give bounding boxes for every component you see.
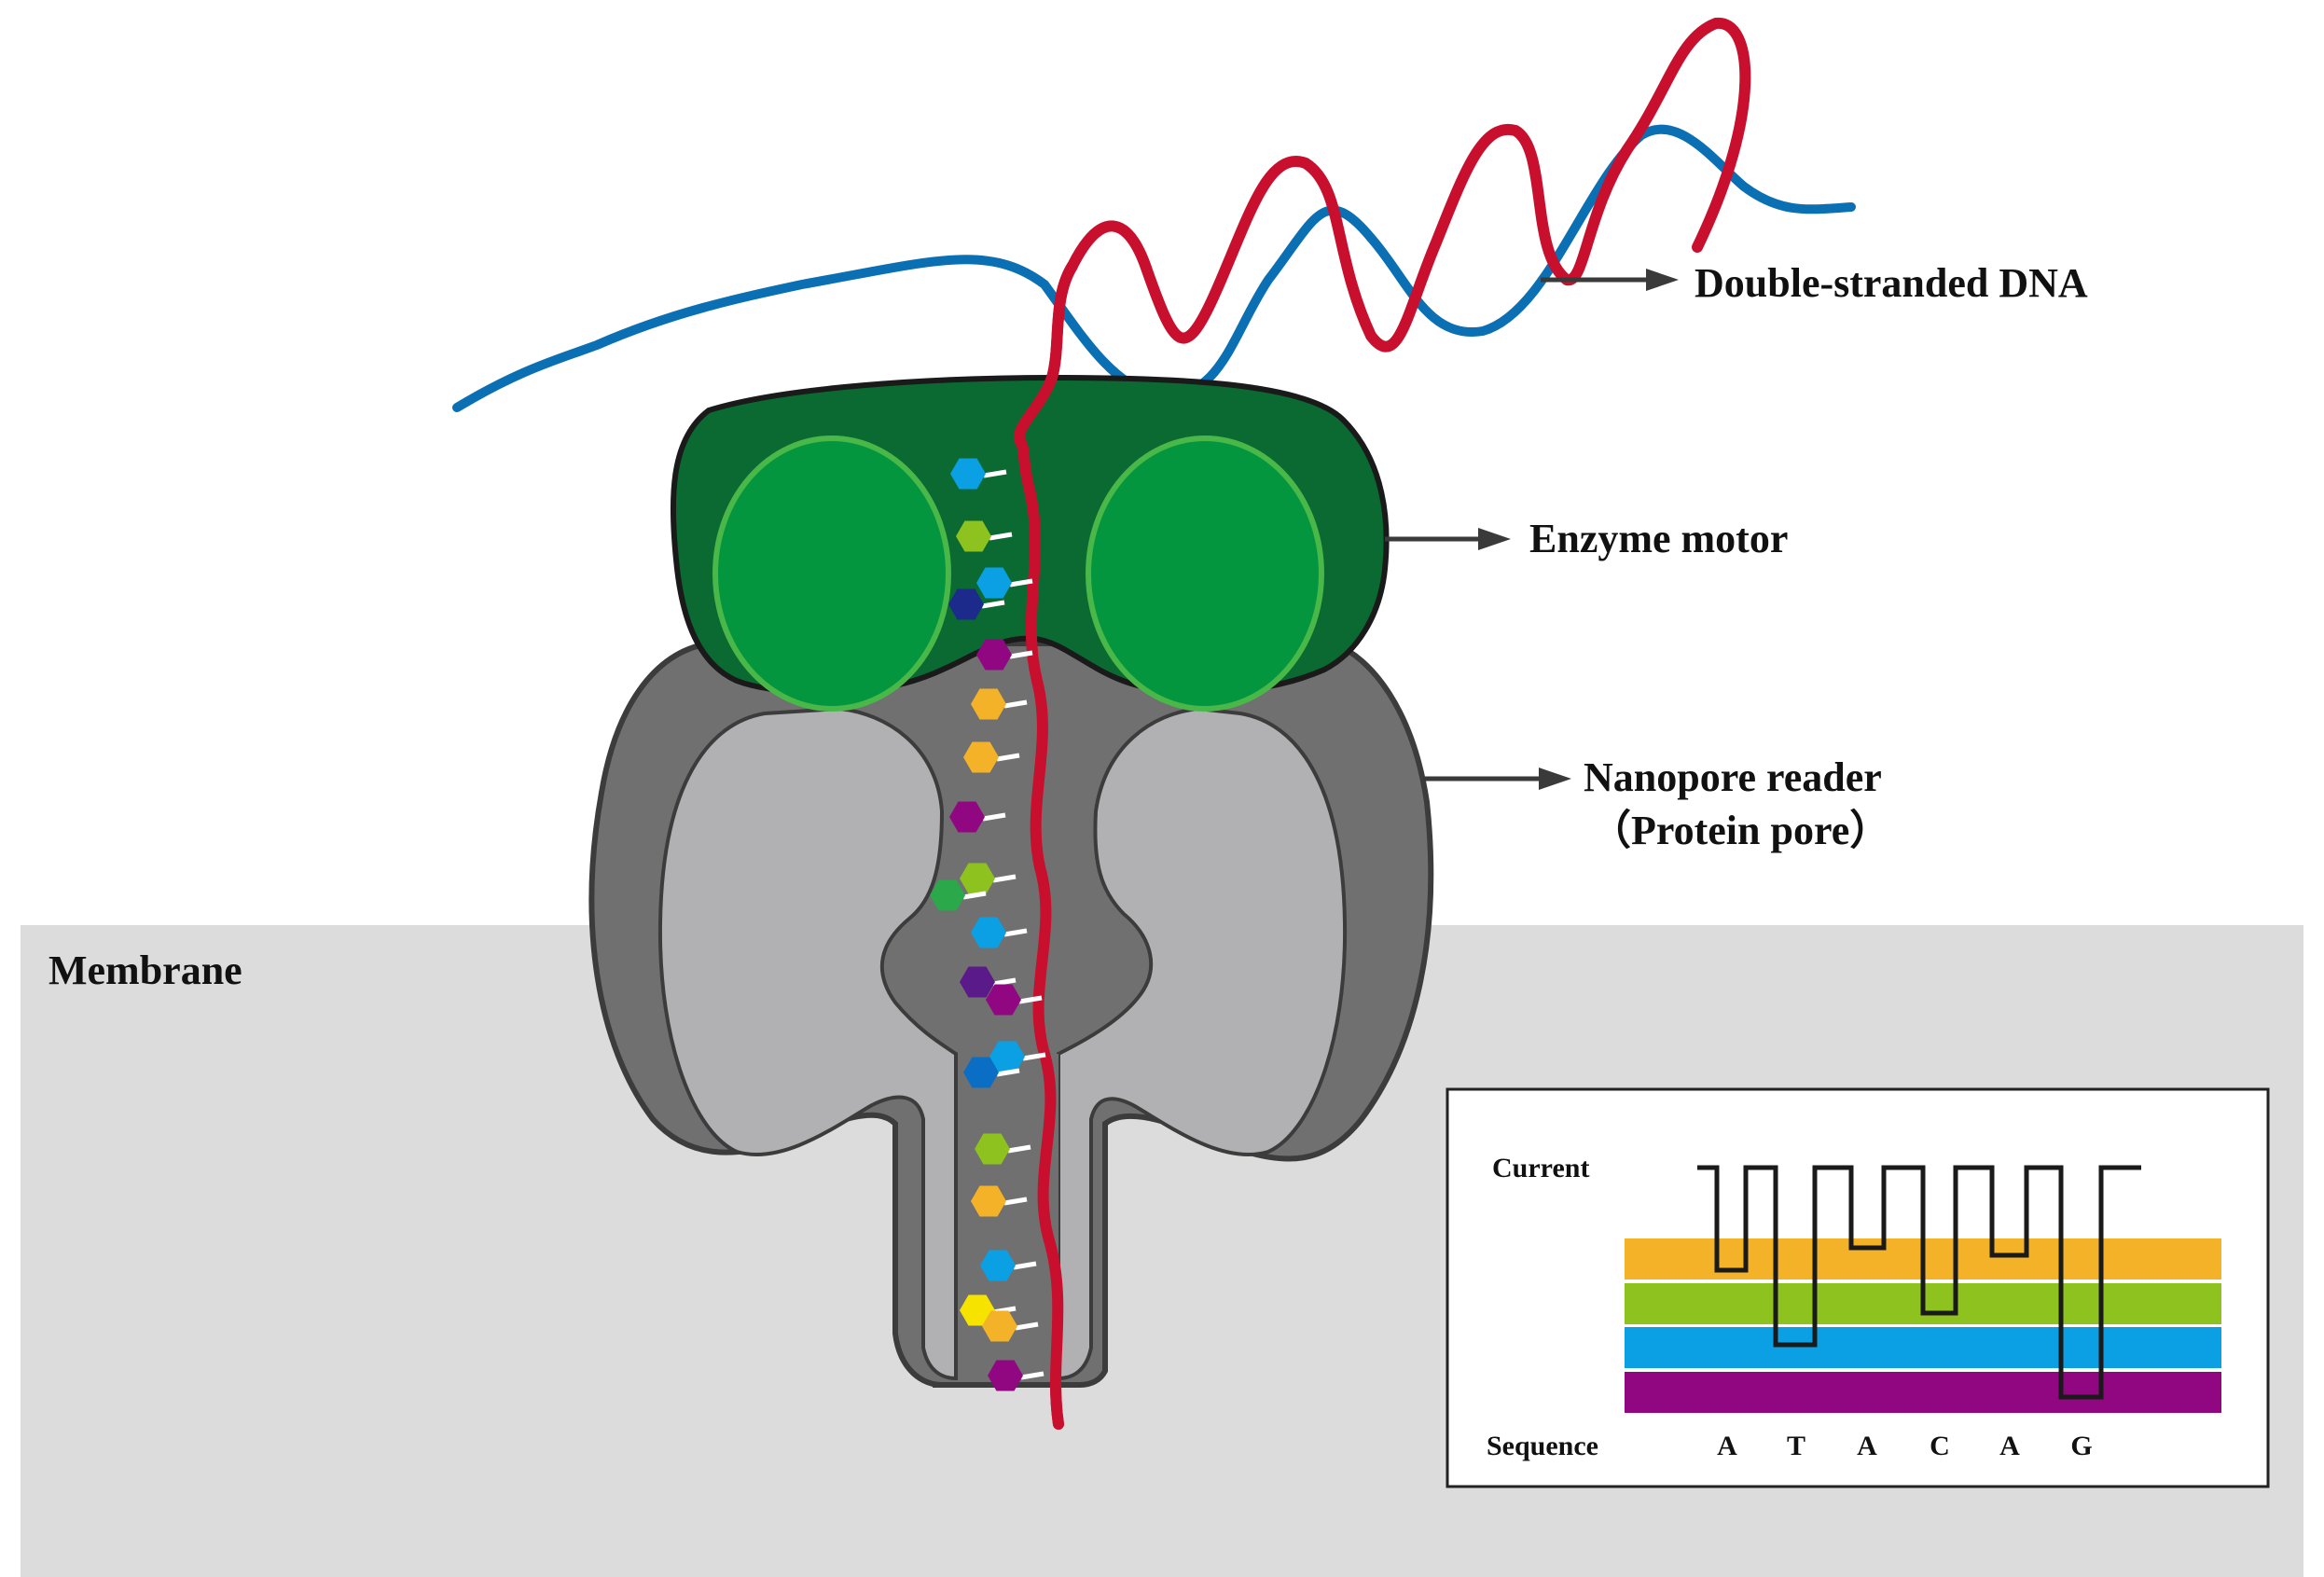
sequence-letter: A [1857, 1431, 1877, 1461]
nucleotide-base [960, 863, 1017, 894]
hexagon-base-icon [971, 917, 1006, 948]
hexagon-base-icon [976, 567, 1012, 599]
base-bond [1003, 1197, 1028, 1206]
nucleotide-base [971, 917, 1028, 948]
hexagon-base-icon [986, 984, 1021, 1016]
callout-dna: Double-stranded DNA [1541, 260, 2088, 306]
nucleotide-base [950, 458, 1007, 490]
band-G [1625, 1372, 2221, 1413]
hexagon-base-icon [960, 863, 995, 894]
hexagon-base-icon [971, 1185, 1006, 1217]
base-bond [1007, 1144, 1031, 1154]
base-bond [1013, 1261, 1037, 1270]
nucleotide-base [976, 639, 1033, 671]
nucleotide-base [975, 1133, 1031, 1165]
sequence-letter: A [1999, 1431, 2020, 1461]
nucleotide-base [980, 1250, 1037, 1281]
base-bond [1009, 650, 1033, 659]
hexagon-base-icon [930, 879, 965, 911]
hexagon-base-icon [950, 458, 986, 490]
nucleotide-base [949, 801, 1006, 833]
base-bond [1015, 1321, 1039, 1331]
nanopore-label-line2: （Protein pore） [1590, 808, 1890, 853]
dna-label: Double-stranded DNA [1695, 260, 2088, 306]
nucleotide-base [963, 1057, 1020, 1088]
arrow-enzyme-head-icon [1478, 528, 1511, 550]
hexagon-base-icon [949, 801, 985, 833]
sequence-letter: G [2070, 1431, 2092, 1461]
hexagon-base-icon [989, 1041, 1025, 1072]
hexagon-base-icon [963, 1057, 999, 1088]
enzyme-lobe-left [712, 436, 951, 712]
nucleotide-bases [930, 458, 1046, 1391]
base-bond [992, 977, 1017, 987]
enzyme-lobe-right [1086, 436, 1324, 712]
hexagon-base-icon [975, 1133, 1010, 1165]
dna-strand-red-threaded [1014, 260, 1078, 1430]
base-bond [1009, 578, 1033, 588]
base-bond [1018, 995, 1043, 1004]
nucleotide-base [989, 1041, 1046, 1072]
base-bond [981, 600, 1005, 609]
base-bond [996, 1068, 1020, 1077]
hexagon-base-icon [982, 1310, 1017, 1342]
base-bond [962, 891, 987, 900]
sequence-letter: A [1717, 1431, 1737, 1461]
nucleotide-base [930, 879, 987, 911]
base-bond [1003, 928, 1028, 937]
nucleotide-base [976, 567, 1033, 599]
sequence-letter: T [1787, 1431, 1805, 1461]
hexagon-base-icon [971, 688, 1006, 720]
sequence-letter: C [1930, 1431, 1950, 1461]
arrow-nanopore-head-icon [1539, 768, 1571, 790]
pore-inner-right-lobe [1057, 706, 1348, 1381]
nucleotide-base [956, 520, 1013, 552]
base-bond [982, 812, 1006, 822]
hexagon-base-icon [988, 1360, 1023, 1391]
pore-inner-left-lobe [657, 706, 958, 1381]
base-bond [989, 532, 1013, 541]
hexagon-base-icon [956, 520, 991, 552]
base-bond [983, 469, 1007, 478]
hexagon-base-icon [948, 588, 984, 620]
base-bond [996, 753, 1020, 762]
inset-current-label: Current [1492, 1153, 1589, 1183]
base-bond [1022, 1052, 1046, 1061]
nucleotide-base [971, 1185, 1028, 1217]
nucleotide-base [960, 966, 1017, 998]
inset-sequence-label: Sequence [1487, 1431, 1598, 1461]
nucleotide-base [963, 741, 1020, 773]
current-trace-inset: Current Sequence A T A C A G [1446, 1087, 2270, 1488]
dna-strand-blue [452, 124, 1856, 412]
hexagon-base-icon [963, 741, 999, 773]
nucleotide-base [971, 688, 1028, 720]
current-trace-line [1697, 1165, 2141, 1400]
nucleotide-base [986, 984, 1043, 1016]
nucleotide-base [988, 1360, 1044, 1391]
membrane-label: Membrane [48, 948, 242, 993]
hexagon-base-icon [960, 966, 995, 998]
hexagon-base-icon [960, 1294, 995, 1326]
nucleotide-base [982, 1310, 1039, 1342]
callout-enzyme: Enzyme motor [1385, 516, 1788, 561]
nucleotide-base [948, 588, 1005, 620]
hexagon-base-icon [980, 1250, 1016, 1281]
nanopore-label-line1: Nanopore reader [1584, 754, 1882, 800]
base-bond [1020, 1371, 1044, 1380]
arrow-dna-head-icon [1646, 269, 1679, 291]
band-T [1625, 1327, 2221, 1368]
base-bond [1003, 699, 1028, 709]
hexagon-base-icon [976, 639, 1012, 671]
enzyme-label: Enzyme motor [1529, 516, 1788, 561]
base-bond [992, 874, 1017, 883]
callout-nanopore: Nanopore reader （Protein pore） [1422, 754, 1890, 853]
